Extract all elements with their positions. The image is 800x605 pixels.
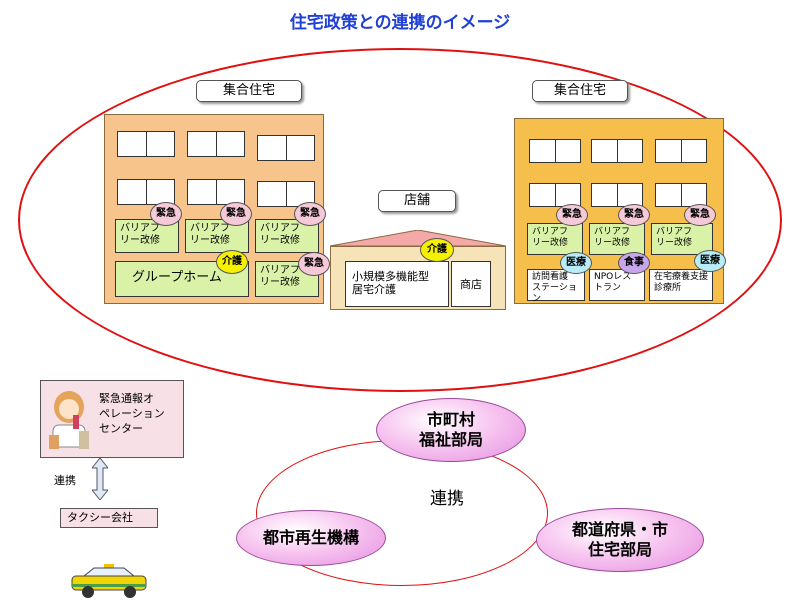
right-building-label: 集合住宅	[532, 80, 628, 102]
taxi-icon	[70, 564, 148, 600]
window	[117, 179, 175, 205]
medical-badge: 医療	[694, 250, 726, 272]
operator-icon	[47, 387, 91, 451]
housing-area-ellipse	[18, 48, 782, 392]
prefectural-housing-dept: 都道府県・市 住宅部局	[536, 508, 704, 572]
emergency-center-box: 緊急通報オ ペレーション センター	[40, 380, 184, 458]
urban-renaissance-agency: 都市再生機構	[236, 510, 386, 566]
store-roof	[329, 229, 507, 247]
window	[655, 183, 707, 207]
care-badge: 介護	[216, 250, 248, 274]
emergency-center-label: 緊急通報オ ペレーション センター	[99, 392, 165, 435]
emergency-badge: 緊急	[294, 202, 326, 226]
emergency-badge: 緊急	[298, 252, 330, 276]
municipal-welfare-dept: 市町村 福祉部局	[376, 398, 526, 462]
meal-badge: 食事	[618, 252, 650, 274]
emergency-badge: 緊急	[220, 202, 252, 226]
shop-cell: 商店	[451, 261, 491, 307]
store-label: 店舗	[378, 190, 456, 212]
store-building: 小規模多機能型 居宅介護 商店	[330, 246, 506, 310]
window	[257, 135, 315, 161]
link-label: 連携	[54, 474, 76, 487]
window	[591, 183, 643, 207]
cooperation-label: 連携	[430, 489, 464, 509]
barrier-free-cell: バリアフ リー改修	[651, 223, 713, 255]
window	[591, 139, 643, 163]
barrier-free-cell: バリアフ リー改修	[185, 219, 249, 253]
window	[117, 131, 175, 157]
window	[187, 131, 245, 157]
emergency-badge: 緊急	[684, 204, 716, 226]
home-care-clinic-cell: 在宅療養支援 診療所	[649, 269, 713, 301]
taxi-company-box: タクシー会社	[60, 508, 158, 528]
page-title: 住宅政策との連携のイメージ	[289, 13, 511, 33]
left-apartment-building: バリアフ リー改修 バリアフ リー改修 バリアフ リー改修 グループホーム バリ…	[104, 114, 324, 304]
window	[529, 183, 581, 207]
double-arrow-icon	[90, 457, 110, 501]
npo-restaurant-cell: NPOレス トラン	[589, 269, 645, 301]
home-nursing-station-cell: 訪問看護 ステーション	[527, 269, 585, 304]
barrier-free-cell: バリアフ リー改修	[589, 223, 645, 255]
left-building-label: 集合住宅	[196, 80, 302, 102]
window	[655, 139, 707, 163]
window	[529, 139, 581, 163]
medical-badge: 医療	[560, 252, 592, 274]
care-badge: 介護	[420, 238, 454, 262]
emergency-badge: 緊急	[618, 204, 650, 226]
barrier-free-cell: バリアフ リー改修	[255, 261, 319, 297]
barrier-free-cell: バリアフ リー改修	[527, 223, 583, 255]
emergency-badge: 緊急	[150, 202, 182, 226]
small-multi-care-cell: 小規模多機能型 居宅介護	[345, 261, 449, 307]
emergency-badge: 緊急	[556, 204, 588, 226]
window	[187, 179, 245, 205]
